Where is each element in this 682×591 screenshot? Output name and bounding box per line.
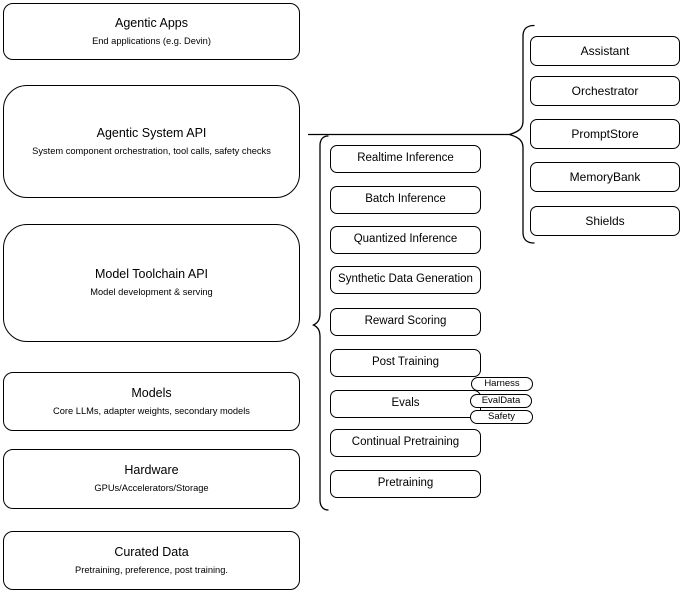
node-reward-scoring: Reward Scoring	[330, 308, 481, 336]
node-post-training: Post Training	[330, 349, 481, 377]
tag-evaldata: EvalData	[470, 394, 532, 408]
tag-safety: Safety	[470, 410, 533, 424]
node-shields: Shields	[530, 206, 680, 236]
node-title: Hardware	[124, 463, 179, 478]
node-synthetic-data-generation: Synthetic Data Generation	[330, 266, 481, 294]
node-label: Quantized Inference	[353, 233, 458, 246]
node-title: Models	[131, 385, 172, 400]
node-subtitle: End applications (e.g. Devin)	[92, 35, 211, 46]
node-title: Agentic Apps	[115, 15, 188, 30]
node-agentic-apps: Agentic Apps End applications (e.g. Devi…	[3, 3, 300, 60]
node-label: Evals	[391, 397, 420, 410]
node-agentic-system-api: Agentic System API System component orch…	[3, 85, 300, 198]
node-pretraining: Pretraining	[330, 470, 481, 498]
tag-label: Safety	[488, 411, 515, 423]
node-subtitle: Core LLMs, adapter weights, secondary mo…	[53, 405, 250, 416]
node-label: Realtime Inference	[357, 152, 454, 165]
node-label: Post Training	[371, 356, 440, 369]
node-quantized-inference: Quantized Inference	[330, 226, 481, 254]
node-label: Shields	[585, 213, 625, 228]
node-subtitle: GPUs/Accelerators/Storage	[94, 483, 209, 494]
tag-label: Harness	[484, 378, 520, 390]
node-promptstore: PromptStore	[530, 119, 680, 149]
tag-label: EvalData	[481, 395, 521, 407]
node-evals: Evals	[330, 390, 481, 418]
node-subtitle: Model development & serving	[90, 287, 213, 298]
node-title: Agentic System API	[96, 125, 207, 140]
node-continual-pretraining: Continual Pretraining	[330, 429, 481, 457]
node-hardware: Hardware GPUs/Accelerators/Storage	[3, 449, 300, 509]
node-subtitle: Pretraining, preference, post training.	[75, 564, 228, 575]
node-label: Pretraining	[377, 477, 434, 490]
node-model-toolchain-api: Model Toolchain API Model development & …	[3, 224, 300, 342]
node-label: Orchestrator	[571, 83, 639, 98]
toolchain-brace	[312, 135, 329, 511]
node-title: Model Toolchain API	[94, 267, 209, 282]
node-label: Batch Inference	[365, 193, 446, 206]
node-label: PromptStore	[571, 126, 639, 141]
node-label: Assistant	[580, 43, 630, 58]
node-label: Reward Scoring	[364, 315, 447, 328]
tag-harness: Harness	[471, 377, 533, 391]
node-batch-inference: Batch Inference	[330, 186, 481, 214]
node-title: Curated Data	[114, 544, 189, 559]
node-memorybank: MemoryBank	[530, 162, 680, 192]
node-models: Models Core LLMs, adapter weights, secon…	[3, 372, 300, 431]
node-label: Synthetic Data Generation	[338, 273, 473, 286]
node-assistant: Assistant	[530, 36, 680, 66]
node-orchestrator: Orchestrator	[530, 76, 680, 106]
node-label: MemoryBank	[569, 169, 641, 184]
node-realtime-inference: Realtime Inference	[330, 145, 481, 173]
node-subtitle: System component orchestration, tool cal…	[32, 145, 271, 156]
node-curated-data: Curated Data Pretraining, preference, po…	[3, 531, 300, 590]
node-label: Continual Pretraining	[351, 436, 460, 449]
